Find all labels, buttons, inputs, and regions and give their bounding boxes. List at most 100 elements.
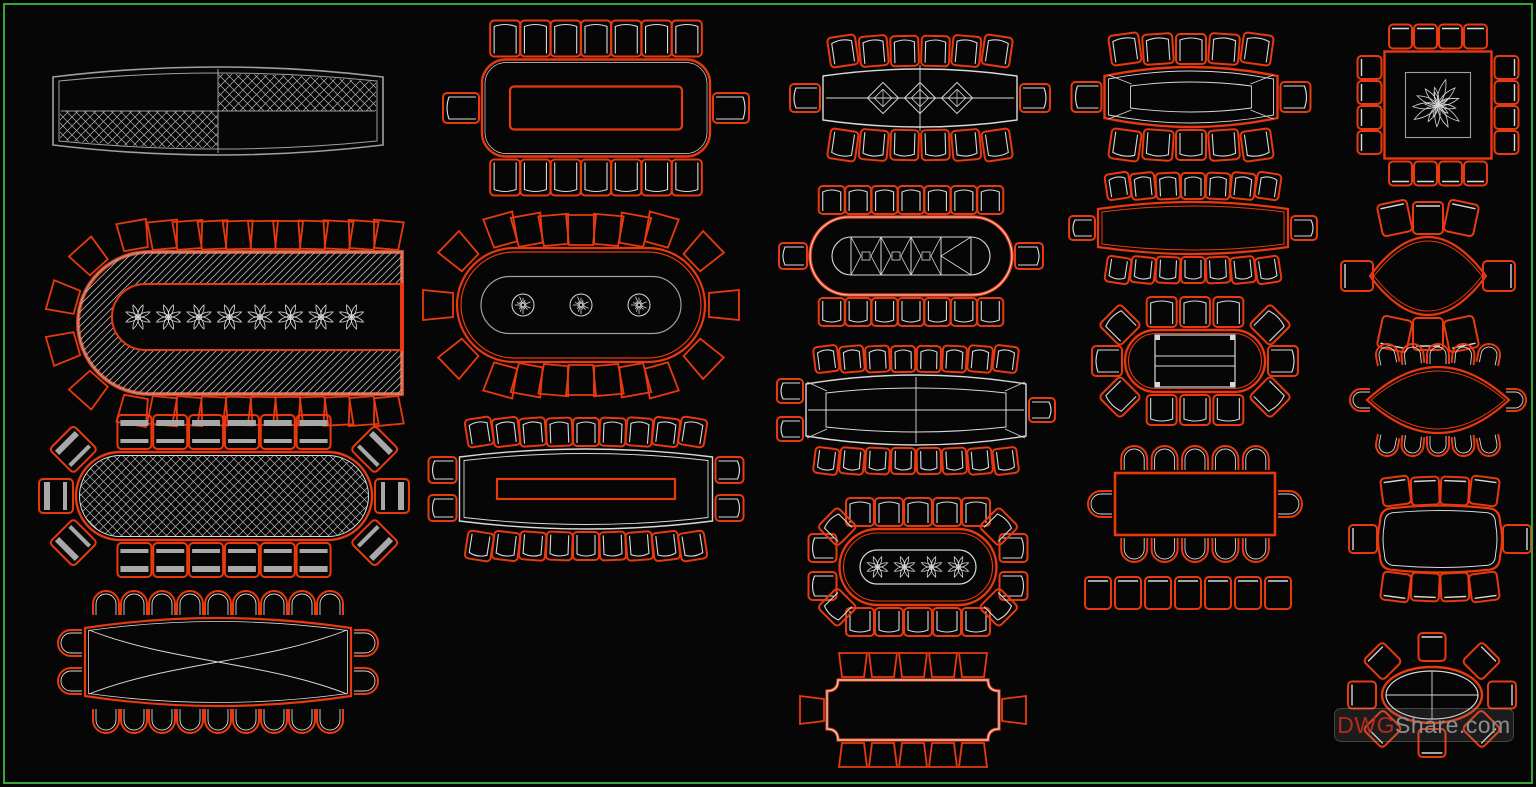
chair-icon <box>176 590 204 615</box>
lens-table-12[interactable] <box>1349 342 1527 458</box>
chair-icon <box>260 709 288 734</box>
u-shape-table-26[interactable] <box>44 217 405 429</box>
chair-icon <box>115 217 149 253</box>
chair-icon <box>1475 343 1501 367</box>
chair-icon <box>347 395 380 428</box>
chair-icon <box>259 414 296 450</box>
chair-icon <box>1349 388 1370 412</box>
boat-table-red-16[interactable] <box>1068 170 1318 286</box>
lens-table-8[interactable] <box>1340 198 1516 354</box>
chair-icon <box>1462 642 1501 680</box>
rect-table-arch-12[interactable] <box>1087 445 1303 563</box>
chair-icon <box>927 652 959 678</box>
notched-rect-table-12[interactable] <box>799 652 1027 768</box>
chair-icon <box>347 218 380 251</box>
chair-icon <box>714 456 745 484</box>
chair-icon <box>92 590 120 615</box>
diamond-icon <box>940 81 974 115</box>
chair-icon <box>544 416 574 448</box>
chair-icon <box>857 128 890 162</box>
chair-icon <box>624 530 655 562</box>
chair-icon <box>1409 475 1441 507</box>
chair-icon <box>1363 710 1402 748</box>
chair-icon <box>980 33 1014 69</box>
chair-icon <box>1475 433 1501 457</box>
chair-icon <box>889 34 920 68</box>
chair-icon <box>940 344 968 374</box>
oval-table-plants-20[interactable] <box>422 210 740 400</box>
chair-icon <box>490 530 522 562</box>
chair-icon <box>1212 296 1245 328</box>
boat-table-lens-22[interactable] <box>57 590 379 734</box>
chair-icon <box>1099 304 1141 346</box>
square-table-plant-16[interactable] <box>1356 23 1520 187</box>
chair-icon <box>322 395 355 427</box>
boat-table-checker-20[interactable] <box>52 66 384 156</box>
chair-icon <box>1356 80 1383 105</box>
chair-icon <box>897 297 925 327</box>
chair-icon <box>1363 642 1402 680</box>
boat-table-diamonds-14[interactable] <box>789 33 1051 163</box>
chair-icon <box>1426 436 1450 457</box>
chair-icon <box>223 414 260 450</box>
chair-icon <box>778 242 808 270</box>
chair-icon <box>1103 170 1133 202</box>
barrel-table-10[interactable] <box>1348 474 1532 604</box>
chair-icon <box>1279 81 1312 113</box>
stadium-table-checker-18[interactable] <box>38 414 410 578</box>
chair-icon <box>67 369 109 411</box>
chair-icon <box>188 542 225 578</box>
rounded-rect-table-16[interactable] <box>442 19 750 197</box>
chair-icon <box>1249 304 1291 346</box>
chair-icon <box>1150 538 1179 563</box>
chair-icon <box>1438 23 1463 50</box>
chair-icon <box>838 344 866 374</box>
chair-icon <box>1014 242 1044 270</box>
chair-icon <box>1412 201 1444 235</box>
chair-icon <box>1249 376 1291 418</box>
oval-table-4plants-18[interactable] <box>807 497 1029 637</box>
chair-icon <box>817 185 846 215</box>
plant-icon <box>247 304 273 330</box>
chair-icon <box>1239 31 1275 67</box>
plant-icon <box>893 556 916 578</box>
chair-icon <box>1482 260 1516 292</box>
chair-icon <box>223 542 260 578</box>
boat-table-redbar-22[interactable] <box>427 415 745 563</box>
boat-table-bevel-19[interactable] <box>776 344 1056 476</box>
chair-icon <box>1070 81 1103 113</box>
chair-icon <box>116 414 153 450</box>
chair-icon <box>482 361 519 400</box>
stadium-table-bowtie-16[interactable] <box>778 185 1044 327</box>
chair-icon <box>1180 172 1206 200</box>
chair-icon <box>818 588 857 627</box>
chair-icon <box>966 446 994 476</box>
chair-icon <box>845 607 875 637</box>
chair-icon <box>1348 524 1378 554</box>
diamond-icon <box>866 81 900 115</box>
chair-row-7[interactable] <box>1084 576 1292 610</box>
chair-icon <box>961 497 991 527</box>
watermark-suffix: Share.com <box>1395 711 1511 738</box>
plant-icon <box>947 556 970 578</box>
chair-icon <box>776 378 804 404</box>
chair-icon <box>714 494 745 522</box>
boat-table-bevel-red-12[interactable] <box>1070 31 1312 163</box>
chair-icon <box>1439 475 1471 507</box>
ellipse-table-8[interactable] <box>1347 632 1517 758</box>
chair-icon <box>1376 198 1413 238</box>
chair-icon <box>1154 171 1182 201</box>
chair-icon <box>427 456 458 484</box>
chair-icon <box>148 590 176 615</box>
chair-icon <box>1068 215 1096 241</box>
chair-icon <box>1340 260 1374 292</box>
chair-icon <box>489 19 522 58</box>
stadium-table-rect-12[interactable] <box>1091 296 1299 426</box>
chair-icon <box>932 607 962 637</box>
chair-icon <box>1145 296 1178 328</box>
chair-icon <box>903 607 933 637</box>
chair-icon <box>1450 434 1476 457</box>
chair-icon <box>436 337 480 381</box>
chair-icon <box>1253 170 1283 202</box>
